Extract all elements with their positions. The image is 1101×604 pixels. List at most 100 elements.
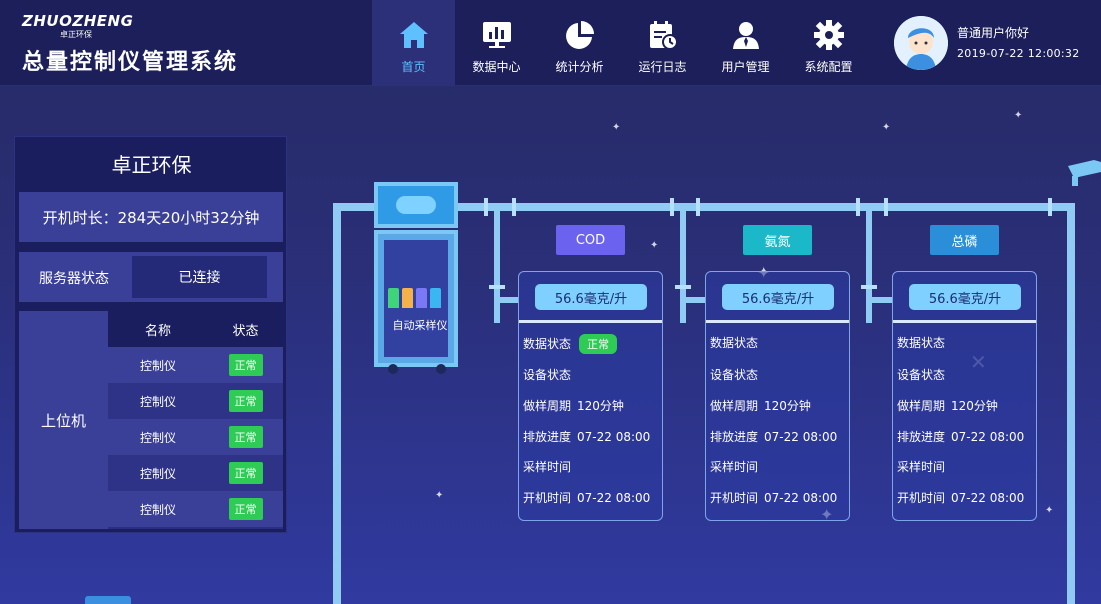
user-greeting: 普通用户你好 [957,26,1030,40]
pipe-joint [484,198,488,216]
status-badge: 正常 [579,334,618,354]
nav-label: 运行日志 [638,60,687,74]
pipe-drop [494,211,500,323]
pipe-drop [866,211,872,323]
bottom-tab-fragment [85,596,131,604]
table-body: 控制仪 正常 控制仪 正常 控制仪 正常 控制仪 正常 控制仪 正常 [108,347,283,527]
boot-time-label: 开机时间 [710,491,759,505]
pipe-joint [884,198,888,216]
pipe-joint [861,285,877,289]
cycle-value: 120分钟 [951,399,998,413]
nav-statistics[interactable]: 统计分析 [538,0,621,86]
user-icon [729,18,763,52]
row-name: 控制仪 [139,502,176,517]
table-row[interactable]: 控制仪 正常 [108,419,283,455]
row-name: 控制仪 [139,358,176,373]
boot-time-row: 开机时间 07-22 08:00 [710,489,837,506]
status-badge: 正常 [228,390,263,412]
status-badge: 正常 [228,498,263,520]
pipe-main-top [333,203,1075,211]
star-icon: ✦ [650,240,659,251]
host-table: 名称 状态 控制仪 正常 控制仪 正常 控制仪 正常 控制仪 正常 [108,311,283,527]
host-label: 上位机 [19,311,108,529]
indicator-tag-phosphorus[interactable]: 总磷 [930,225,999,255]
nav-run-log[interactable]: 运行日志 [621,0,704,86]
device-status-label: 设备状态 [523,368,572,382]
sample-time-label: 采样时间 [897,460,946,474]
table-header: 名称 状态 [108,311,283,347]
bottle-icon [430,288,441,308]
main-nav: 首页 数据中心 统计分析 运行日志 用户管理 [372,0,870,86]
progress-label: 排放进度 [897,430,946,444]
cycle-label: 做样周期 [897,399,946,413]
table-row[interactable]: 控制仪 正常 [108,347,283,383]
data-status-row: 数据状态正常 [523,334,618,354]
nav-label: 首页 [401,60,426,74]
progress-value: 07-22 08:00 [951,430,1025,444]
pipe-joint [489,285,505,289]
nav-label: 用户管理 [721,60,770,74]
star-icon: ✦ [612,122,621,133]
cycle-label: 做样周期 [523,399,572,413]
server-status-label: 服务器状态 [39,271,109,287]
boot-time-label: 开机时间 [523,491,572,505]
sample-time-row: 采样时间 [710,458,758,475]
logo-wordmark: ZHUOZHENG [22,12,134,30]
status-badge: 正常 [228,354,263,376]
star-icon: ✦ [1045,505,1054,516]
table-row[interactable]: 控制仪 正常 [108,491,283,527]
nav-system-config[interactable]: 系统配置 [787,0,870,86]
pipe-right-vertical [1067,203,1075,604]
status-badge: 正常 [228,462,263,484]
system-title: 总量控制仪管理系统 [22,50,239,75]
device-status-row: 设备状态 [710,366,758,383]
nav-home[interactable]: 首页 [372,0,455,86]
nav-user-management[interactable]: 用户管理 [704,0,787,86]
auto-sampler[interactable]: 自动采样仪 [374,230,458,367]
pipe-branch [500,297,518,303]
pipe-joint [856,198,860,216]
pipe-joint [670,198,674,216]
wheel [436,364,446,374]
measured-value: 56.6毫克/升 [722,284,834,310]
row-name: 控制仪 [139,430,176,445]
indicator-tag-cod[interactable]: COD [556,225,625,255]
chart-board-icon [480,18,514,52]
server-status: 服务器状态 已连接 [19,252,283,302]
device-status-label: 设备状态 [897,368,946,382]
cycle-label: 做样周期 [710,399,759,413]
pipe-joint [512,198,516,216]
home-icon [397,18,431,52]
pipe-joint [675,285,691,289]
boot-time-label: 开机时间 [897,491,946,505]
pipe-left-vertical [333,203,341,604]
progress-value: 07-22 08:00 [764,430,838,444]
pie-chart-icon [563,18,597,52]
nav-label: 系统配置 [804,60,853,74]
star-icon: ✦ [882,122,891,133]
progress-row: 排放进度 07-22 08:00 [897,428,1024,445]
table-row[interactable]: 控制仪 正常 [108,383,283,419]
row-name: 控制仪 [139,394,176,409]
pipe-joint [696,198,700,216]
device-status-row: 设备状态 [897,366,945,383]
progress-value: 07-22 08:00 [577,430,651,444]
avatar[interactable] [894,16,948,70]
column-header-name: 名称 [144,323,171,339]
status-badge: 正常 [228,426,263,448]
pipe-branch [872,297,892,303]
data-status-row: 数据状态 [897,334,945,351]
bottle-icon [402,288,413,308]
camera-icon [1064,158,1101,192]
sampler-display [396,196,436,214]
table-row[interactable]: 控制仪 正常 [108,455,283,491]
boot-time-value: 07-22 08:00 [764,491,838,505]
nav-data-center[interactable]: 数据中心 [455,0,538,86]
indicator-tag-ammonia[interactable]: 氨氮 [743,225,812,255]
sampler-label: 自动采样仪 [392,319,448,332]
sample-time-label: 采样时间 [710,460,759,474]
